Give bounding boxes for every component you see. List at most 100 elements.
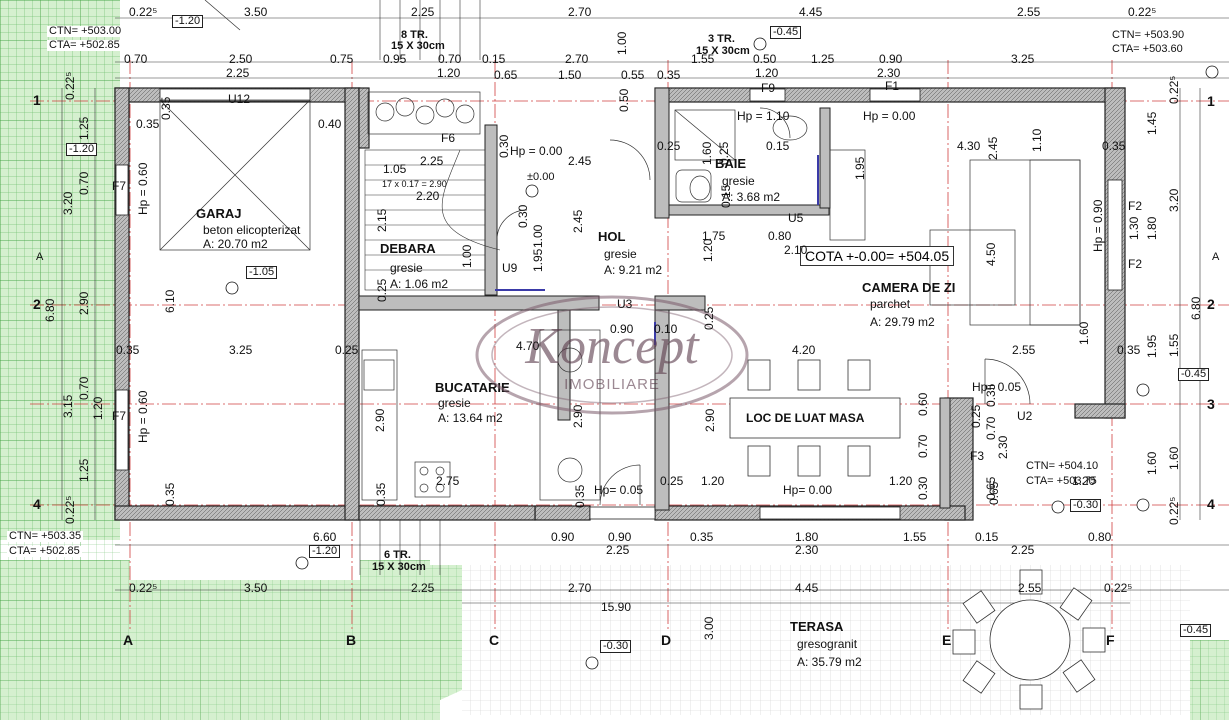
dimension: 0.15: [766, 139, 790, 153]
dimension: 2.55: [1018, 581, 1042, 595]
dimension: 0.65: [987, 481, 1001, 505]
tag: F3: [970, 449, 985, 463]
dimension: 0.22⁵: [1128, 5, 1157, 19]
dimension: 0.90: [879, 52, 903, 66]
dimension: 3.00: [702, 616, 716, 640]
dimension: 4.20: [792, 343, 816, 357]
dimension: 2.15: [375, 208, 389, 232]
dimension: 1.20: [889, 474, 913, 488]
dimension: 0.22⁵: [63, 495, 77, 524]
dimension: 0.35: [690, 530, 714, 544]
sofa: [829, 149, 1081, 326]
tag: U9: [502, 261, 518, 275]
dimension: 15.90: [601, 600, 632, 614]
section-mark-right: A: [1212, 251, 1220, 263]
axis-label-2-right: 2: [1207, 296, 1215, 312]
dimension: 0.22⁵: [1167, 75, 1181, 104]
dimension: 1.25: [77, 116, 91, 140]
dimension: 2.70: [568, 5, 592, 19]
axis-label-f: F: [1106, 632, 1115, 648]
axis-label-b: B: [346, 632, 357, 648]
dimension: 2.25: [226, 66, 250, 80]
dimension: 1.50: [558, 68, 582, 82]
room-terasa-finish: gresogranit: [797, 637, 858, 651]
stair-label: 3 TR.: [708, 33, 735, 45]
staircase: [359, 0, 501, 575]
dimension: 2.30: [877, 66, 901, 80]
room-garaj-finish: beton elicopterizat: [203, 223, 301, 237]
door-swings: [496, 107, 1031, 506]
level-mark: -0.45: [1178, 368, 1210, 381]
terrace-table: [952, 569, 1106, 710]
dimension: 0.75: [330, 52, 354, 66]
tag: F7: [112, 409, 127, 423]
dimension: 2.90: [703, 408, 717, 432]
stair-label: 8 TR.: [401, 29, 428, 41]
tag: F7: [112, 179, 127, 193]
dimension: 0.50: [753, 52, 777, 66]
room-terasa-area: A: 35.79 m2: [797, 655, 862, 669]
dimension: 0.30: [916, 476, 930, 500]
dimension: 2.20: [416, 189, 440, 203]
dimension: 0.25: [335, 343, 359, 357]
dimension: 0.25: [717, 141, 731, 165]
dimension: 2.25: [420, 154, 444, 168]
dimension: 0.60: [916, 392, 930, 416]
dimension: 0.22⁵: [63, 71, 77, 100]
room-garaj-name: GARAJ: [196, 206, 242, 221]
dimension: 1.00: [531, 224, 545, 248]
dimension: 1.20: [91, 396, 105, 420]
axis-label-3: 3: [1207, 396, 1215, 412]
dimension: 1.20: [701, 474, 725, 488]
tag: F1: [885, 79, 900, 93]
room-bucatarie-name: BUCATARIE: [435, 380, 510, 395]
dimension: 0.35: [657, 68, 681, 82]
dimension: 0.70: [916, 434, 930, 458]
dimension: 0.90: [608, 530, 632, 544]
room-garaj-area: A: 20.70 m2: [203, 237, 268, 251]
tag: U5: [788, 211, 804, 225]
dimension: 0.35: [573, 484, 587, 508]
level-mark: ±0.00: [527, 171, 555, 183]
dimension: 1.60: [1145, 451, 1159, 475]
dimension: 0.22⁵: [1104, 581, 1133, 595]
dimension: 0.22⁵: [129, 5, 158, 19]
dimension: 0.15: [975, 530, 999, 544]
axis-label-c: C: [489, 632, 500, 648]
dimension: 1.80: [795, 530, 819, 544]
dimension: 1.55: [691, 52, 715, 66]
dimension: 2.10: [784, 243, 808, 257]
level-bl-ctn: CTN= +503.35: [7, 530, 84, 542]
tag: F2: [1128, 199, 1143, 213]
level-tl-cta: CTA= +502.85: [47, 39, 122, 51]
dimension: 1.20: [437, 66, 461, 80]
dimension: 1.60: [1167, 446, 1181, 470]
room-baie-name: BAIE: [715, 156, 747, 171]
room-hol-name: HOL: [598, 229, 626, 244]
level-mr-cta: CTA= +503.75: [1024, 475, 1099, 487]
tag: U3: [617, 297, 633, 311]
stair-label: 6 TR.: [384, 549, 411, 561]
level-mr-ctn: CTN= +504.10: [1024, 460, 1101, 472]
dimension: 0.70: [77, 171, 91, 195]
level-mark: -1.20: [172, 15, 204, 28]
room-baie-area: A: 3.68 m2: [722, 190, 781, 204]
dimension: 2.45: [568, 154, 592, 168]
dimension: 0.35: [159, 96, 173, 120]
dimension: 0.65: [494, 68, 518, 82]
dimension: 6.80: [1189, 296, 1203, 320]
dimension: 3.25: [1011, 52, 1035, 66]
dimension: 0.35: [116, 343, 140, 357]
dimension: 2.30: [996, 435, 1010, 459]
dimension: 1.60: [1077, 321, 1091, 345]
dimension: 1.55: [1167, 333, 1181, 357]
dimension: 2.90: [571, 404, 585, 428]
level-tr-cta: CTA= +503.60: [1110, 43, 1185, 55]
dimension: 0.55: [621, 68, 645, 82]
dining-table: [729, 359, 901, 477]
dimension: 1.20: [1072, 474, 1096, 488]
dimension: 0.70: [77, 376, 91, 400]
dimension: 0.35: [1117, 343, 1141, 357]
dimension: 4.50: [984, 242, 998, 266]
section-mark-left: A: [36, 251, 44, 263]
